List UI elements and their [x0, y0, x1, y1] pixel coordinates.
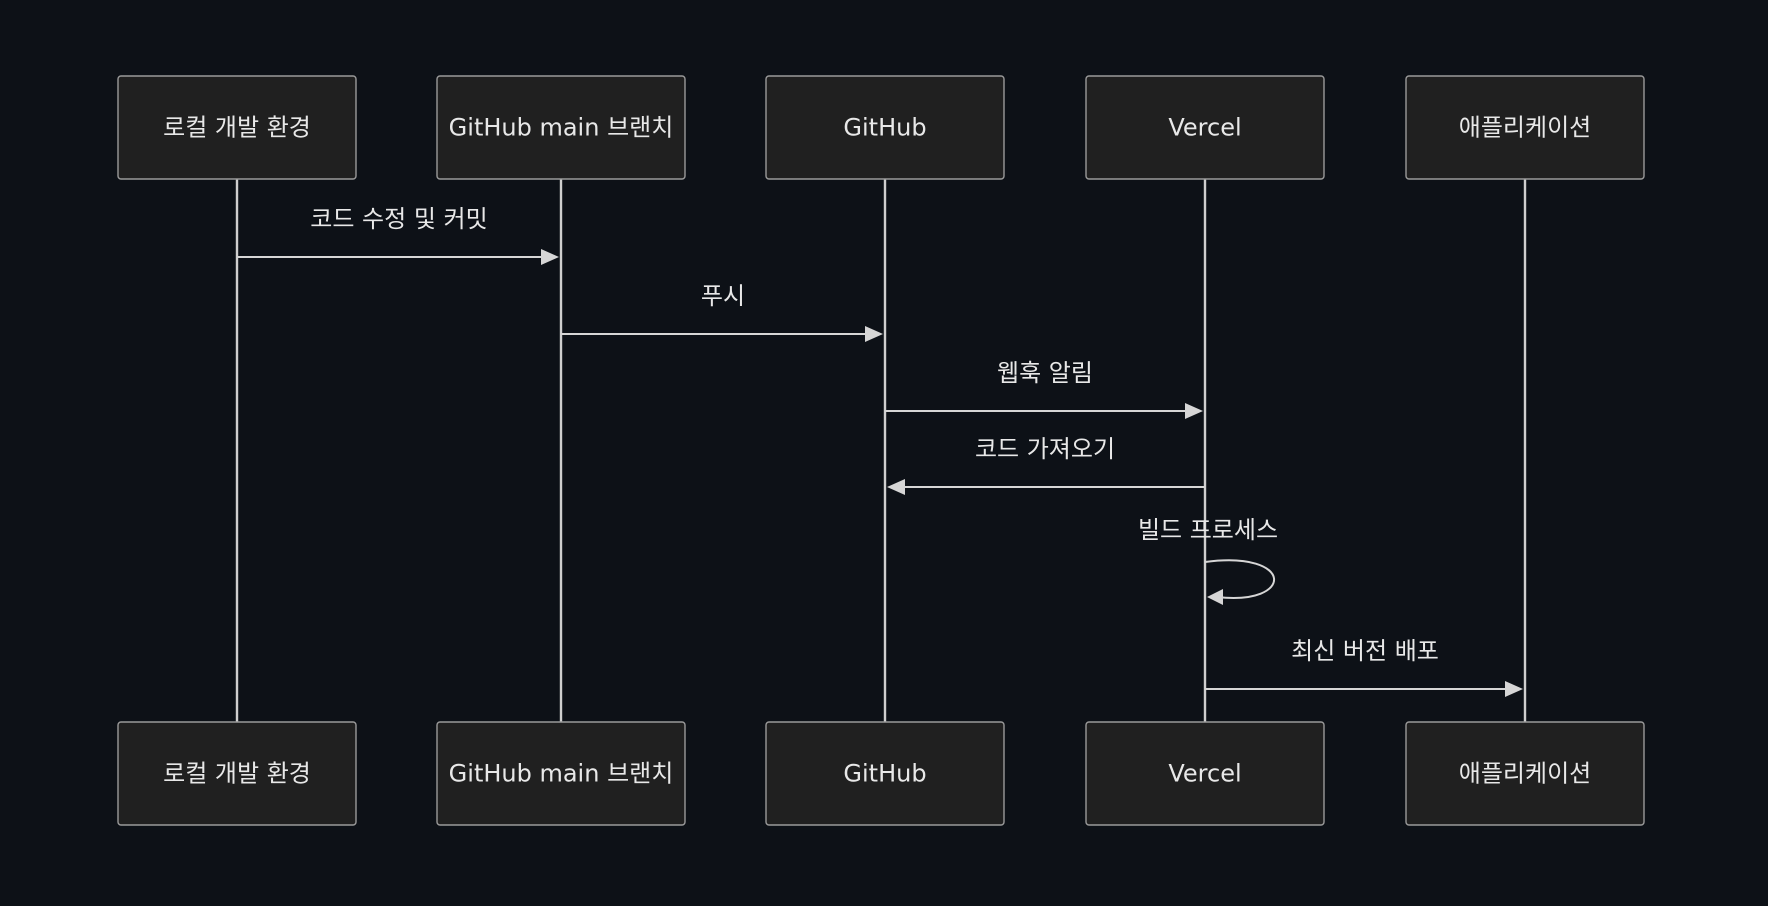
actor-box [1405, 75, 1645, 180]
message-label: 푸시 [701, 282, 745, 310]
actors-bottom: 로컬 개발 환경 GitHub main 브랜치 GitHub Vercel 애플리케이… [117, 721, 1645, 826]
actor-box [1085, 721, 1325, 826]
actor-label: 애플리케이션 [1459, 114, 1591, 142]
message-5: 최신 버전 배포 [1205, 637, 1523, 697]
message-4: 빌드 프로세스 [1138, 516, 1278, 605]
actor-branch-bottom: GitHub main 브랜치 [436, 721, 686, 826]
actor-box [765, 75, 1005, 180]
message-label: 빌드 프로세스 [1138, 516, 1278, 544]
actor-label: 로컬 개발 환경 [163, 114, 311, 142]
message-3: 코드 가져오기 [887, 435, 1205, 495]
message-line [1204, 559, 1275, 599]
actor-vercel-bottom: Vercel [1085, 721, 1325, 826]
actor-box [117, 721, 357, 826]
actor-label: Vercel [1168, 760, 1241, 788]
actor-local-top: 로컬 개발 환경 [117, 75, 357, 180]
actor-label: 애플리케이션 [1459, 760, 1591, 788]
actor-label: Vercel [1168, 114, 1241, 142]
message-label: 최신 버전 배포 [1291, 637, 1439, 665]
actor-github-top: GitHub [765, 75, 1005, 180]
message-label: 코드 가져오기 [975, 435, 1115, 463]
actor-github-bottom: GitHub [765, 721, 1005, 826]
arrow-head [1185, 403, 1203, 419]
actor-box [1405, 721, 1645, 826]
actor-label: GitHub main 브랜치 [449, 760, 674, 788]
arrow-head [887, 479, 905, 495]
arrow-head [1207, 589, 1223, 605]
actor-app-top: 애플리케이션 [1405, 75, 1645, 180]
lifelines [235, 179, 1527, 722]
actor-app-bottom: 애플리케이션 [1405, 721, 1645, 826]
actor-branch-top: GitHub main 브랜치 [436, 75, 686, 180]
actor-vercel-top: Vercel [1085, 75, 1325, 180]
message-label: 코드 수정 및 커밋 [310, 205, 487, 233]
actor-label: 로컬 개발 환경 [163, 760, 311, 788]
actor-local-bottom: 로컬 개발 환경 [117, 721, 357, 826]
actor-label: GitHub [843, 760, 926, 788]
actors-top: 로컬 개발 환경 GitHub main 브랜치 GitHub Vercel 애플리케이… [117, 75, 1645, 180]
actor-box [765, 721, 1005, 826]
actor-box [1085, 75, 1325, 180]
actor-box [436, 721, 686, 826]
message-2: 웹훅 알림 [885, 359, 1203, 419]
actor-label: GitHub [843, 114, 926, 142]
arrow-head [541, 249, 559, 265]
actor-box [436, 75, 686, 180]
actor-label: GitHub main 브랜치 [449, 114, 674, 142]
actor-box [117, 75, 357, 180]
message-label: 웹훅 알림 [997, 359, 1093, 387]
arrow-head [1505, 681, 1523, 697]
message-1: 푸시 [561, 282, 883, 342]
arrow-head [865, 326, 883, 342]
message-0: 코드 수정 및 커밋 [237, 205, 559, 265]
